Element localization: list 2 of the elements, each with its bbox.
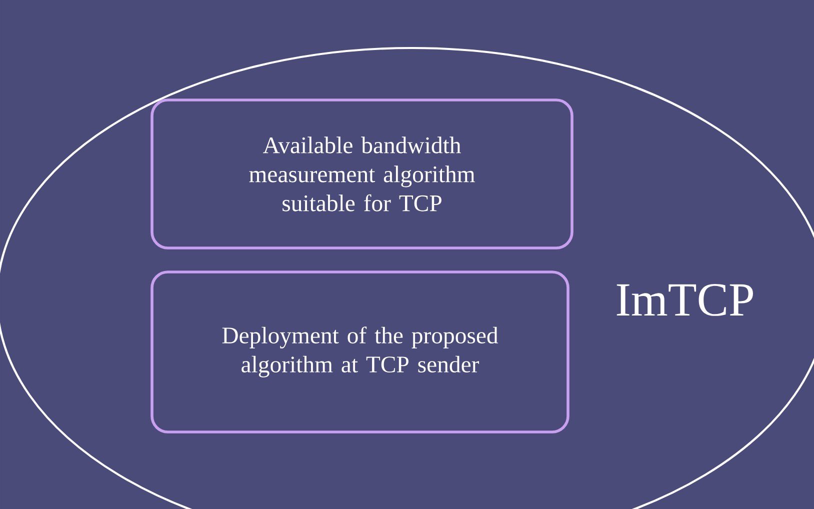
text-box: Deployment of the proposed algorithm at TCP sender xyxy=(150,270,570,434)
text-box: Available bandwidth measurement algorithm suitable for TCP xyxy=(150,98,574,250)
